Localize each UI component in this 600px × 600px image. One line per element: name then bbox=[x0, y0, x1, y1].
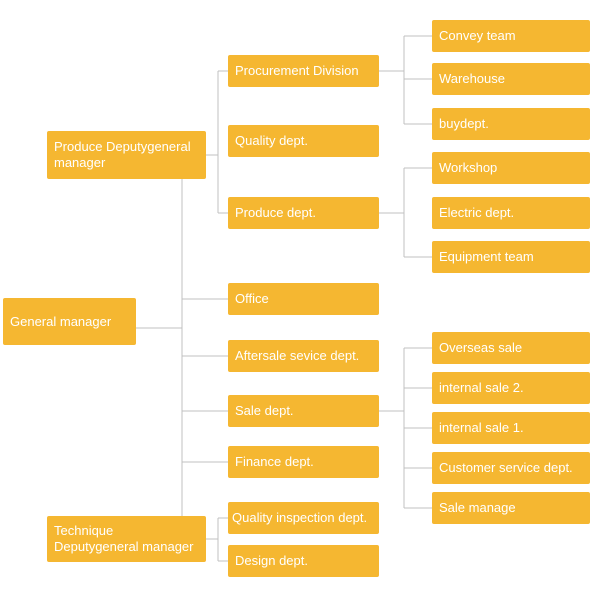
node-warehouse[interactable]: Warehouse bbox=[432, 63, 590, 95]
node-quality-dept[interactable]: Quality dept. bbox=[228, 125, 379, 157]
node-quality-inspection-dept[interactable]: Quality inspection dept. bbox=[228, 502, 379, 534]
node-workshop[interactable]: Workshop bbox=[432, 152, 590, 184]
node-procurement-division[interactable]: Procurement Division bbox=[228, 55, 379, 87]
node-convey-team[interactable]: Convey team bbox=[432, 20, 590, 52]
node-technique-deputy-general-manager[interactable]: Technique Deputygeneral manager bbox=[47, 516, 206, 562]
node-produce-deputy-general-manager[interactable]: Produce Deputygeneral manager bbox=[47, 131, 206, 179]
node-finance-dept[interactable]: Finance dept. bbox=[228, 446, 379, 478]
node-buy-dept[interactable]: buydept. bbox=[432, 108, 590, 140]
node-overseas-sale[interactable]: Overseas sale bbox=[432, 332, 590, 364]
node-produce-dept[interactable]: Produce dept. bbox=[228, 197, 379, 229]
node-sale-dept[interactable]: Sale dept. bbox=[228, 395, 379, 427]
node-customer-service-dept[interactable]: Customer service dept. bbox=[432, 452, 590, 484]
node-design-dept[interactable]: Design dept. bbox=[228, 545, 379, 577]
node-internal-sale-1[interactable]: internal sale 1. bbox=[432, 412, 590, 444]
node-office[interactable]: Office bbox=[228, 283, 379, 315]
node-sale-manage[interactable]: Sale manage bbox=[432, 492, 590, 524]
node-aftersale-service-dept[interactable]: Aftersale sevice dept. bbox=[228, 340, 379, 372]
node-general-manager[interactable]: General manager bbox=[3, 298, 136, 345]
node-equipment-team[interactable]: Equipment team bbox=[432, 241, 590, 273]
node-internal-sale-2[interactable]: internal sale 2. bbox=[432, 372, 590, 404]
node-electric-dept[interactable]: Electric dept. bbox=[432, 197, 590, 229]
connector-lines bbox=[136, 35, 432, 562]
